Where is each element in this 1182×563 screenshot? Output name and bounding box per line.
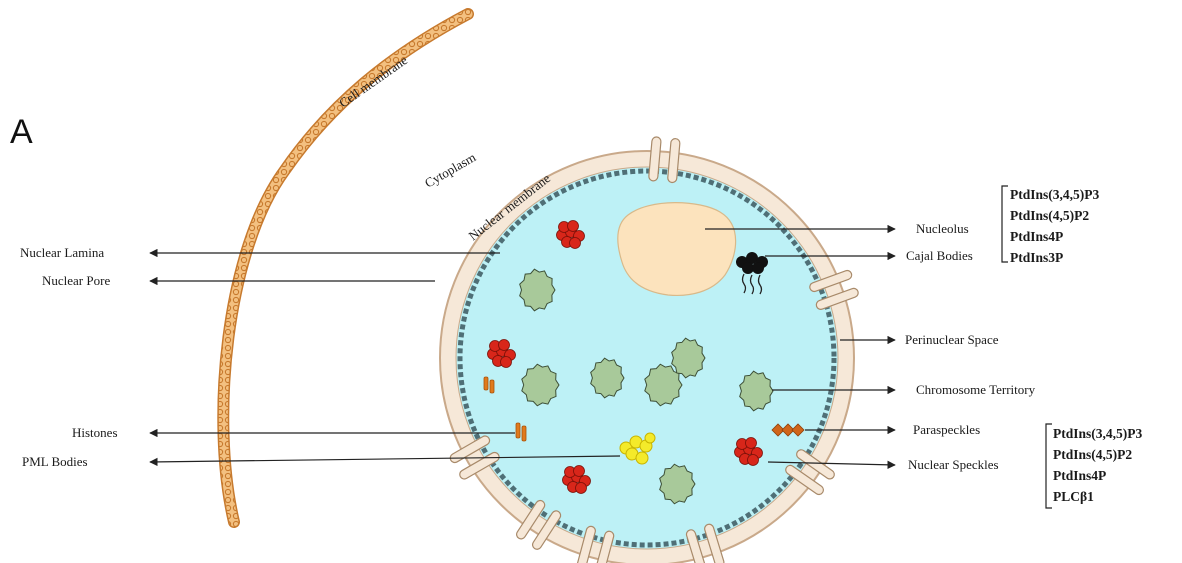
perinuclear-space-label: Perinuclear Space — [905, 332, 999, 347]
lipid-item: PtdIns(4,5)P2 — [1010, 208, 1089, 223]
lipid-item: PtdIns4P — [1010, 229, 1063, 244]
histones-label: Histones — [72, 425, 118, 440]
paraspeckles-label: Paraspeckles — [913, 422, 980, 437]
cell-membrane — [223, 14, 468, 522]
chromosome-territory-label: Chromosome Territory — [916, 382, 1036, 397]
panel-letter: A — [10, 113, 33, 151]
paraspeckles — [772, 424, 804, 436]
cell-membrane-label: Cell membrane — [336, 52, 410, 110]
nucleolus-bracket — [1002, 186, 1008, 262]
cajal-bodies-label: Cajal Bodies — [906, 248, 973, 263]
lipid-item: PtdIns3P — [1010, 250, 1063, 265]
nucleolus-lipid-list: PtdIns(3,4,5)P3 PtdIns(4,5)P2 PtdIns4P P… — [1010, 187, 1100, 265]
nucleolus — [618, 203, 736, 296]
nuclear-pore-label: Nuclear Pore — [42, 273, 110, 288]
lipid-item: PtdIns(3,4,5)P3 — [1053, 426, 1143, 441]
cytoplasm-label: Cytoplasm — [422, 149, 478, 190]
speckles-lipid-list: PtdIns(3,4,5)P3 PtdIns(4,5)P2 PtdIns4P P… — [1053, 426, 1143, 504]
nuclear-lamina-label: Nuclear Lamina — [20, 245, 104, 260]
lipid-item: PLCβ1 — [1053, 489, 1094, 504]
nuclear-speckles-label: Nuclear Speckles — [908, 457, 999, 472]
speckles-bracket — [1046, 424, 1052, 508]
nucleolus-label: Nucleolus — [916, 221, 969, 236]
lipid-item: PtdIns(4,5)P2 — [1053, 447, 1132, 462]
lipid-item: PtdIns4P — [1053, 468, 1106, 483]
lipid-item: PtdIns(3,4,5)P3 — [1010, 187, 1100, 202]
pml-bodies-label: PML Bodies — [22, 454, 88, 469]
